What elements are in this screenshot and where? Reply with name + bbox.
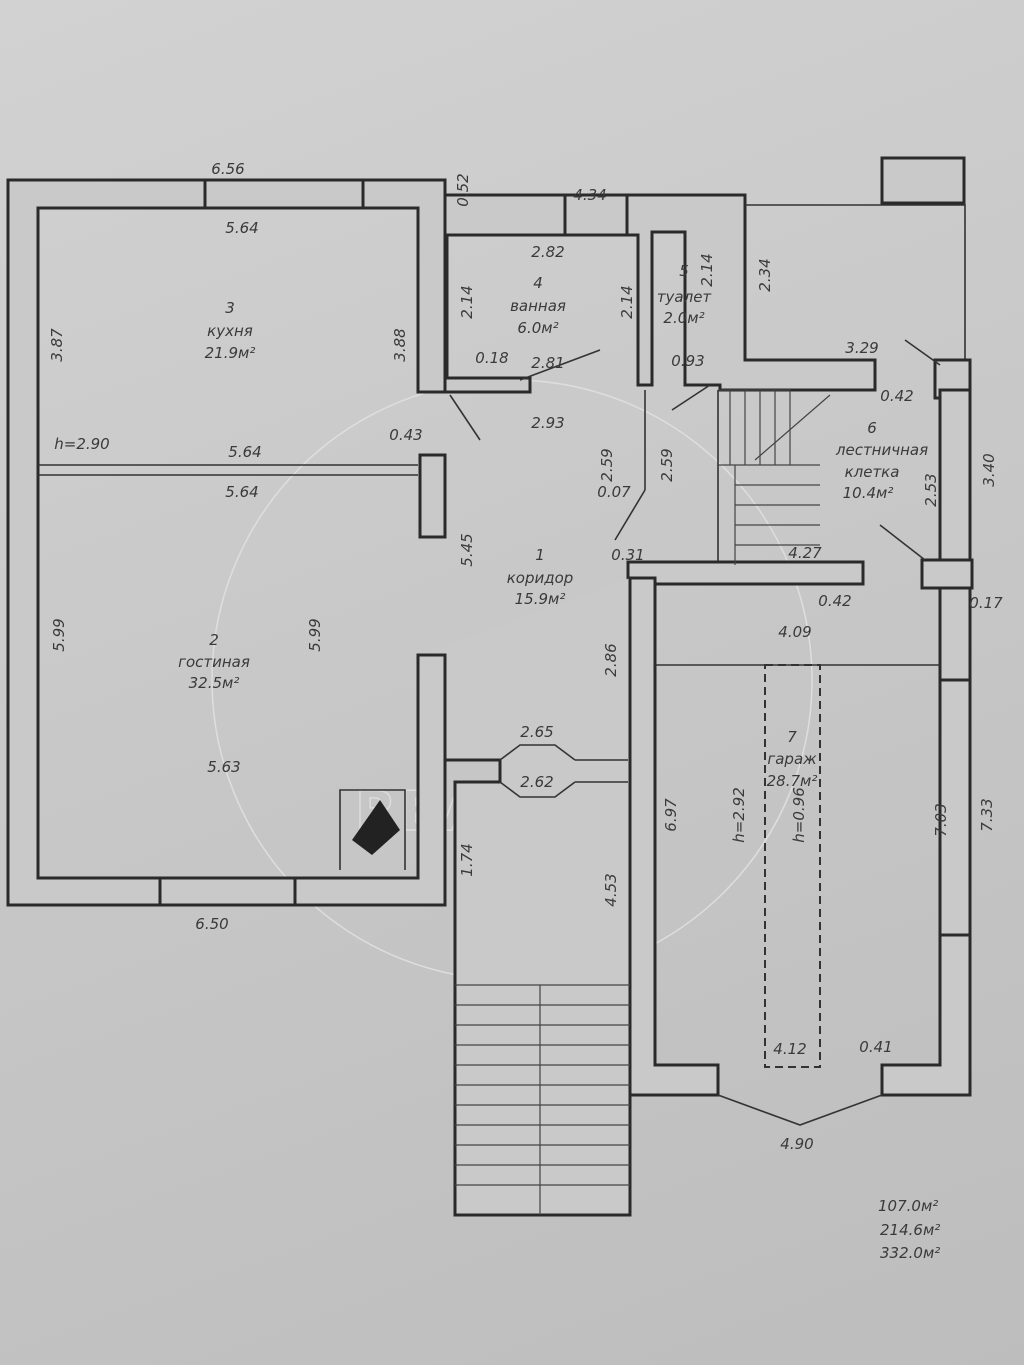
room-2-living: 2 гостиная 32.5м² (178, 631, 250, 692)
dimension-label: 0.93 (671, 352, 704, 370)
window-garage (938, 678, 972, 937)
dimension-label: 2.81 (531, 354, 564, 372)
dimension-label: 0.17 (969, 594, 1003, 612)
dimension-label: 4.12 (773, 1040, 806, 1058)
room-7-garage: 7 гараж 28.7м² (767, 728, 818, 790)
room-label: кухня (207, 322, 253, 340)
room-label: ванная (510, 297, 566, 315)
dimension-label: h=0.96 (790, 787, 808, 842)
dimension-label: 3.87 (48, 328, 66, 362)
dimension-label: 5.64 (228, 443, 261, 461)
label: 332.0м² (880, 1244, 940, 1262)
window-kitchen (203, 178, 365, 210)
room-label: гараж (767, 750, 817, 768)
dimension-label: 3.40 (980, 453, 998, 486)
dimension-label: 7.03 (932, 803, 950, 836)
dimension-label: 5.45 (458, 533, 476, 566)
dimension-label: 5.64 (225, 219, 258, 237)
dimension-label: 5.99 (50, 618, 68, 651)
room-label: лестничная (835, 441, 928, 459)
dimension-label: 1.74 (458, 843, 476, 876)
room-label: 21.9м² (205, 344, 256, 362)
dimension-label: 5.99 (306, 618, 324, 651)
room-label: 2.0м² (663, 309, 704, 327)
entrance-box (880, 156, 966, 205)
dimension-label: 4.90 (780, 1135, 813, 1153)
dimension-label: 2.82 (531, 243, 564, 261)
area-totals: 107.0м² 214.6м² 332.0м² (878, 1197, 940, 1262)
room-label: 5 (679, 262, 689, 280)
label: 214.6м² (880, 1221, 940, 1239)
dimension-label: 0.42 (818, 592, 851, 610)
room-label: гостиная (178, 653, 250, 671)
dimension-label: 7.33 (978, 798, 996, 831)
dimension-label: 2.86 (602, 643, 620, 676)
room-label: 4 (533, 274, 543, 292)
dimension-label: 2.14 (698, 253, 716, 286)
front-stairs (455, 984, 630, 1215)
walls (6, 156, 974, 1217)
window-living (158, 876, 297, 907)
dimension-label: 2.34 (756, 258, 774, 291)
wall-pillar (418, 453, 447, 539)
dimension-label: 6.97 (662, 798, 680, 832)
room-label: коридор (507, 569, 574, 587)
room-label: 6 (867, 419, 877, 437)
room-label: 32.5м² (189, 674, 240, 692)
dimension-label: 4.53 (602, 873, 620, 906)
dimension-label: 4.27 (788, 544, 822, 562)
room-label: 7 (787, 728, 797, 746)
room-4-bathroom: 4 ванная 6.0м² (510, 274, 566, 337)
label: 107.0м² (878, 1197, 938, 1215)
dimension-label: 4.09 (778, 623, 811, 641)
dimension-label: 2.14 (458, 285, 476, 318)
dimension-label: 3.29 (845, 339, 878, 357)
room-label: 1 (535, 546, 545, 564)
room-6-staircase: 6 лестничная клетка 10.4м² (835, 419, 928, 502)
window-top (563, 193, 629, 237)
room-label: 28.7м² (767, 772, 818, 790)
room-label: 15.9м² (515, 590, 566, 608)
dimension-label: 0.52 (454, 173, 472, 206)
dimension-label: 2.62 (520, 773, 553, 791)
room-5-toilet: 5 туалет 2.0м² (657, 262, 713, 327)
dimension-label: 2.59 (658, 448, 676, 481)
room-1-corridor: 1 коридор 15.9м² (507, 546, 574, 608)
dimension-label: 0.42 (880, 387, 913, 405)
dimension-label: h=2.92 (730, 787, 748, 842)
room-label: 3 (225, 299, 235, 317)
dimension-label: 0.31 (611, 546, 644, 564)
dimension-label: 0.18 (475, 349, 508, 367)
dimension-label: 0.07 (597, 483, 631, 501)
dimension-label: 5.64 (225, 483, 258, 501)
dimension-label: 6.56 (211, 160, 244, 178)
dimension-label: 2.53 (922, 473, 940, 506)
room-3-kitchen: 3 кухня 21.9м² (205, 299, 256, 362)
dimension-label: 2.93 (531, 414, 564, 432)
dimensions: 6.56 0.52 4.34 5.64 3.87 3.88 2.82 2.14 … (48, 160, 1003, 1153)
inner-stairs (718, 389, 831, 565)
room-label: 6.0м² (517, 319, 558, 337)
dimension-label: 6.50 (195, 915, 228, 933)
room-label: клетка (845, 463, 900, 481)
dimension-label: 3.88 (391, 328, 409, 361)
inspection-pit (764, 664, 821, 1068)
dimension-label: h=2.90 (54, 435, 109, 453)
dimension-label: 2.59 (598, 448, 616, 481)
room-label: 10.4м² (843, 484, 894, 502)
dimension-label: 4.34 (573, 186, 606, 204)
dimension-label: 2.65 (520, 723, 553, 741)
dimension-label: 5.63 (207, 758, 240, 776)
room-label: туалет (657, 288, 713, 306)
dimension-label: 0.41 (859, 1038, 892, 1056)
room-label: 2 (209, 631, 219, 649)
dimension-label: 0.43 (389, 426, 422, 444)
dimension-label: 2.14 (618, 285, 636, 318)
